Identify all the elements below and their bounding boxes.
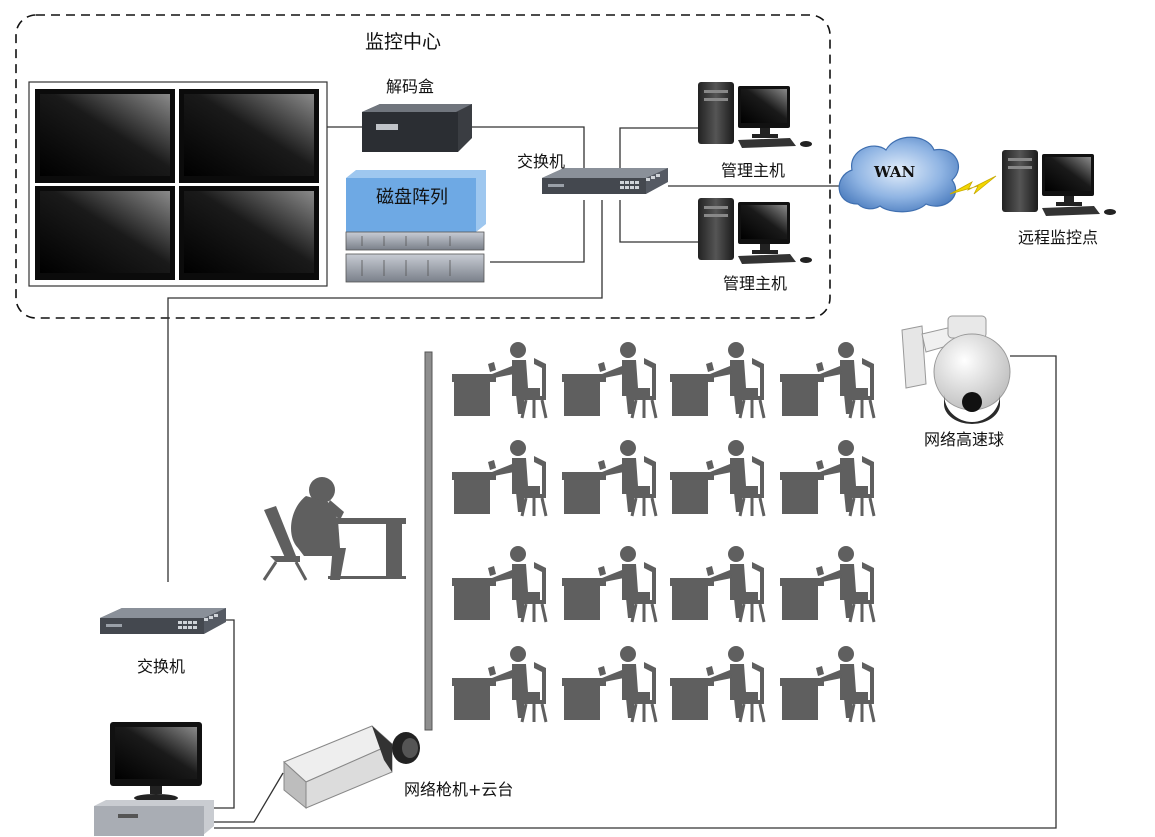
management-host-1 — [698, 82, 812, 148]
box-camera — [283, 725, 420, 810]
wan-label: WAN — [874, 163, 916, 181]
worker — [668, 644, 766, 724]
worker — [450, 438, 548, 518]
wall-monitor — [35, 186, 175, 280]
worker — [668, 438, 766, 518]
remote-point-label: 远程监控点 — [1018, 228, 1099, 247]
nvr-recorder — [94, 800, 214, 836]
worker — [450, 644, 548, 724]
ptz-dome-label: 网络高速球 — [924, 430, 1005, 449]
wall-monitor — [35, 89, 175, 183]
remote-monitor-pc — [1002, 150, 1116, 216]
worker — [778, 340, 876, 420]
worker — [450, 544, 548, 624]
video-wall — [28, 81, 328, 287]
wall-monitor — [179, 186, 319, 280]
decoder-label: 解码盒 — [386, 77, 435, 96]
local-switch — [100, 608, 226, 634]
lightning-icon — [949, 175, 997, 195]
center-switch-label: 交换机 — [517, 152, 566, 171]
monitor-center-title: 监控中心 — [365, 31, 442, 53]
decoder-box — [362, 104, 472, 152]
worker — [560, 544, 658, 624]
disk-array-label: 磁盘阵列 — [376, 187, 448, 208]
worker — [778, 644, 876, 724]
worker — [668, 340, 766, 420]
box-camera-label: 网络枪机+云台 — [404, 780, 514, 799]
worker — [560, 644, 658, 724]
ptz-dome-camera — [901, 315, 1011, 424]
worker-grid — [450, 340, 876, 724]
mgmt-host-1-label: 管理主机 — [721, 161, 786, 180]
disk-array — [345, 170, 486, 283]
partition-wall — [424, 351, 433, 731]
mgmt-host-2-label: 管理主机 — [723, 274, 788, 293]
management-host-2 — [698, 198, 812, 264]
wall-monitor — [179, 89, 319, 183]
worker — [778, 438, 876, 518]
monitor-center-frame — [15, 14, 831, 319]
center-switch — [542, 168, 668, 194]
worker — [450, 340, 548, 420]
wan-cloud — [838, 136, 960, 213]
worker — [560, 340, 658, 420]
connection-lines — [167, 126, 1057, 829]
local-switch-label: 交换机 — [137, 657, 186, 676]
worker — [668, 544, 766, 624]
worker — [778, 544, 876, 624]
local-monitor — [110, 722, 202, 802]
worker — [560, 438, 658, 518]
operator-figure — [262, 477, 406, 581]
